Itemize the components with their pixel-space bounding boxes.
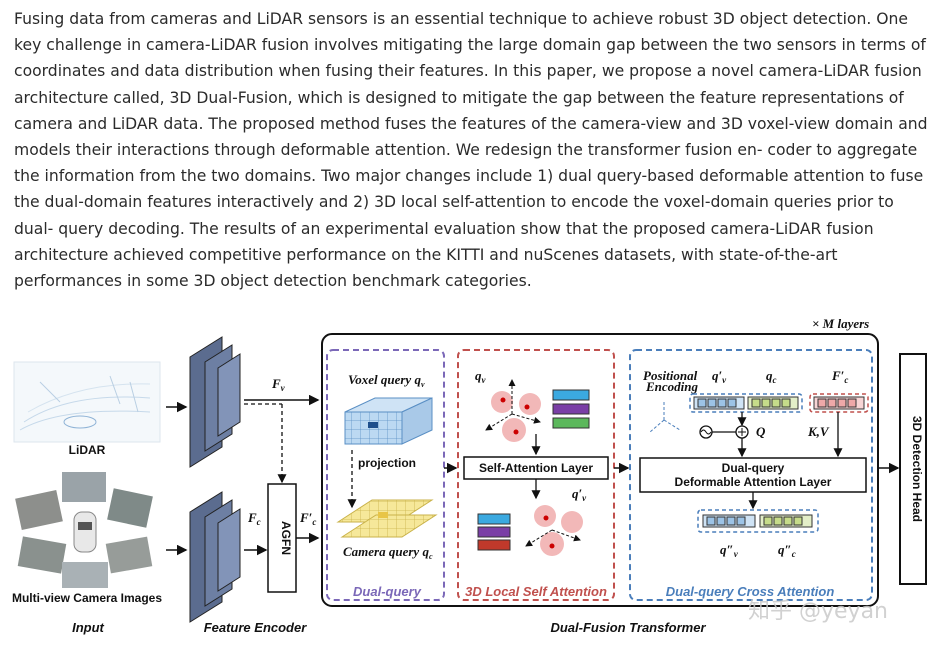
transformer-caption: Dual-Fusion Transformer [550,620,706,635]
agfn-label: AGFN [279,521,293,555]
dual-query-panel [326,349,445,601]
qv-prime-vector [693,396,745,410]
qv-prime-label: q′v [712,368,727,385]
cross-attention-caption: Dual-query Cross Attention [666,584,835,599]
fv-label: Fv [271,376,286,393]
query-group-box [689,393,803,413]
camera-grid [336,499,438,538]
qv-double-prime-vector [702,514,756,528]
positional-axes [649,400,681,433]
detection-head-label: 3D Detection Head [910,416,924,522]
lidar-encoder-block [189,336,241,468]
encoding-label: Encoding [645,379,699,394]
dqdal-line1: Dual-query [722,461,785,475]
dqdal-line2: Deformable Attention Layer [675,475,832,489]
camera-images [15,472,153,588]
fc-label: Fc [247,510,261,527]
qc-double-prime-label: q″c [778,542,796,559]
local-self-attention-panel [457,349,615,601]
self-attention-label: Self-Attention Layer [479,461,593,475]
detection-head-block [899,353,927,585]
lidar-point-cloud-image [13,361,161,443]
qc-double-prime-vector [759,514,813,528]
input-caption: Input [72,620,104,635]
camera-encoder-block [189,491,241,623]
output-query-group-box [697,509,819,533]
positional-label: Positional [643,368,698,383]
camera-label: Multi-view Camera Images [12,591,162,605]
dual-query-caption: Dual-query [353,584,422,599]
qc-label: qc [766,368,777,385]
camera-query-label: Camera query qc [343,544,433,561]
agfn-block [267,483,297,593]
encoder-caption: Feature Encoder [204,620,308,635]
fc-prime-vector [813,396,865,410]
q-label: Q [756,424,766,439]
architecture-figure: LiDAR Multi-view Camera Images Fv Fc AGF… [12,316,927,635]
attention-points-top [485,379,541,442]
projection-label: projection [358,456,416,470]
qv-sa-label: qv [475,368,487,385]
cross-attention-panel [629,349,873,601]
layers-label: × M layers [812,316,869,331]
color-bars-bottom [477,513,511,551]
fc-prime-group-box [809,393,869,413]
fc-prime-label: F′c [299,510,316,527]
dual-query-deformable-attention-layer [639,457,867,493]
attention-points-bottom [525,505,583,556]
voxel-grid [344,397,433,445]
lidar-label: LiDAR [69,443,106,457]
qc-vector [747,396,799,410]
fc-prime2-label: F′c [831,368,848,385]
watermark: 知乎 @yeyan [748,599,888,624]
local-self-attention-caption: 3D Local Self Attention [465,584,607,599]
kv-label: K,V [807,424,830,439]
abstract-paragraph: Fusing data from cameras and LiDAR senso… [14,10,928,291]
color-bars-top [552,389,590,429]
voxel-query-label: Voxel query qv [348,372,425,389]
qv-prime-sa-label: q′v [572,486,587,503]
qv-double-prime-label: q″v [720,542,739,559]
